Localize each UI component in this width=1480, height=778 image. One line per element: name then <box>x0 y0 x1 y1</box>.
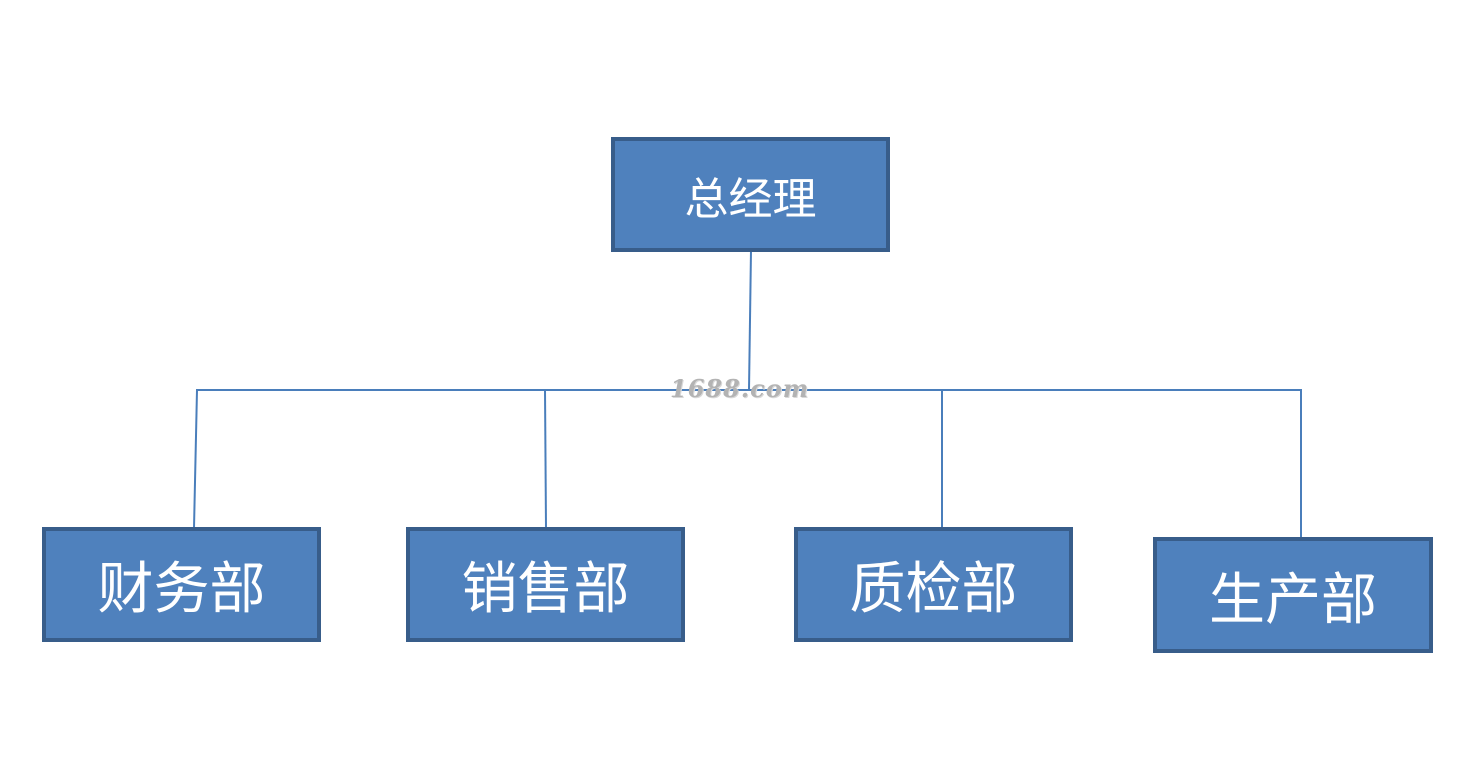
node-sales-dept: 销售部 <box>406 527 685 642</box>
node-qc-dept: 质检部 <box>794 527 1073 642</box>
node-general-manager: 总经理 <box>611 137 890 252</box>
node-production-dept-label: 生产部 <box>1209 567 1377 633</box>
connector-to-finance <box>193 389 198 529</box>
connector-to-sales <box>544 389 547 529</box>
connector-root-to-bus <box>748 249 752 391</box>
node-sales-dept-label: 销售部 <box>461 557 630 622</box>
node-finance-dept-label: 财务部 <box>97 557 266 622</box>
node-general-manager-label: 总经理 <box>684 173 817 225</box>
node-production-dept: 生产部 <box>1153 537 1433 653</box>
node-finance-dept: 财务部 <box>42 527 321 642</box>
node-qc-dept-label: 质检部 <box>849 557 1018 622</box>
watermark-text: 1688.com <box>670 374 810 403</box>
